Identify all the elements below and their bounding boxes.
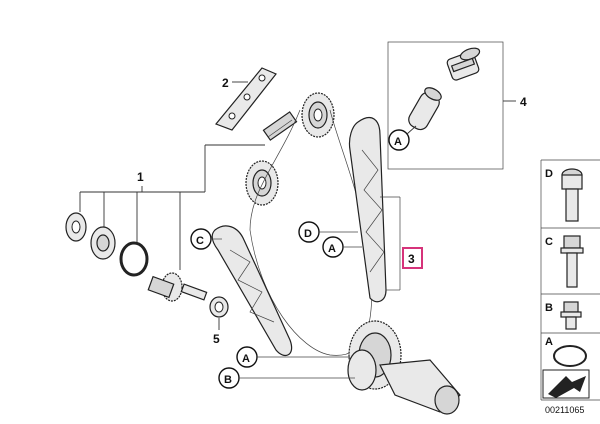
washer [65,212,87,242]
legend-d-label[interactable]: D [545,168,553,180]
legend-a-label[interactable]: A [545,336,553,348]
lower-sprocket [245,160,279,206]
callout-d[interactable]: D [304,228,312,240]
callout-c[interactable]: C [196,235,204,247]
bolt-d-icon [561,168,583,222]
callout-a-circle-box [388,129,410,151]
leader-a-box [406,125,417,135]
callout-b[interactable]: B [224,374,232,386]
diagram-id: 00211065 [545,405,584,415]
crankshaft [347,320,461,415]
bolt-b-icon [560,301,582,330]
o-ring-a-icon [553,345,587,367]
tensioner-cap [446,47,481,81]
upper-sprocket [301,92,335,138]
legend-column [540,159,600,401]
snap-ring [119,241,149,277]
chain-guide-plate [215,67,277,131]
callout-4[interactable]: 4 [520,95,527,109]
callout-3[interactable]: 3 [408,252,415,266]
callout-1[interactable]: 1 [137,170,144,184]
callout-a-box[interactable]: A [394,136,402,148]
tensioner-rail-left [211,225,293,357]
callout-a-rail[interactable]: A [328,243,336,255]
bearing [90,226,116,260]
callout-3-highlight [402,247,423,269]
callout-2[interactable]: 2 [222,76,229,90]
detail-box-4 [387,41,504,170]
callout-a-crank[interactable]: A [242,353,250,365]
legend-c-label[interactable]: C [545,236,553,248]
bolt-c-icon [560,235,584,288]
tensioner-piston [408,87,442,131]
bushing-5 [209,296,229,318]
callout-5[interactable]: 5 [213,332,220,346]
chain-segment [262,111,298,141]
idler-gear [147,272,208,302]
legend-b-label[interactable]: B [545,302,553,314]
chain-rail-right [348,117,387,303]
direction-arrow-icon [542,369,590,399]
